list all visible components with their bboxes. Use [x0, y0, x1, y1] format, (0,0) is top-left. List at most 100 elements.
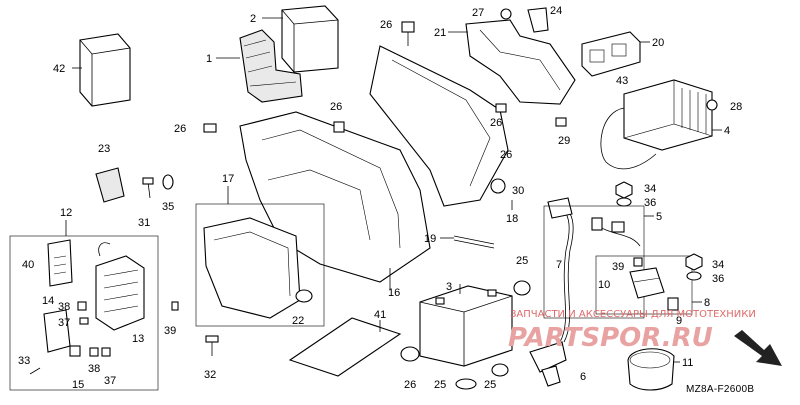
part-24-clip[interactable]	[527, 7, 549, 33]
callout-37-a[interactable]: 37	[58, 317, 70, 329]
callout-13[interactable]: 13	[132, 333, 144, 345]
callout-33[interactable]: 33	[18, 355, 30, 367]
part-39-clip-right[interactable]	[633, 257, 643, 267]
callout-2[interactable]: 2	[250, 13, 256, 25]
part-20-bracket[interactable]	[581, 31, 641, 77]
part-26-bolt-right[interactable]	[495, 103, 507, 113]
part-30-clip[interactable]	[490, 178, 506, 194]
callout-10[interactable]: 10	[598, 279, 610, 291]
callout-32[interactable]: 32	[204, 369, 216, 381]
part-4-regulator[interactable]	[623, 79, 713, 151]
callout-16[interactable]: 16	[388, 287, 400, 299]
callout-26-right[interactable]: 26	[490, 117, 502, 129]
part-34-nut-top[interactable]	[615, 181, 633, 199]
callout-15[interactable]: 15	[72, 379, 84, 391]
part-32-bolt[interactable]	[205, 335, 219, 356]
callout-3[interactable]: 3	[446, 281, 452, 293]
part-26-bolt-top[interactable]	[401, 21, 415, 46]
part-17-bracket[interactable]	[203, 217, 301, 319]
part-25-grommet-b[interactable]	[491, 363, 509, 377]
part-26-bolt-left[interactable]	[203, 123, 217, 133]
callout-37-b[interactable]: 37	[104, 375, 116, 387]
callout-22[interactable]: 22	[292, 315, 304, 327]
part-25-grommet-a[interactable]	[455, 378, 477, 390]
part-31-bolt[interactable]	[142, 177, 154, 199]
callout-11[interactable]: 11	[682, 357, 693, 369]
part-3-battery[interactable]	[419, 285, 513, 367]
part-7-cable[interactable]	[547, 197, 574, 343]
callout-38-b[interactable]: 38	[88, 363, 100, 375]
part-38-fuse-b[interactable]	[89, 347, 99, 357]
part-13-fusebox[interactable]	[95, 242, 145, 331]
part-35-washer[interactable]	[162, 174, 174, 190]
callout-7[interactable]: 7	[556, 259, 562, 271]
callout-31[interactable]: 31	[138, 217, 150, 229]
callout-28[interactable]: 28	[730, 101, 742, 113]
part-6-terminal[interactable]	[529, 341, 567, 387]
part-9-fuse[interactable]	[667, 297, 679, 311]
part-28-nut[interactable]	[706, 99, 718, 111]
part-39-clip-left[interactable]	[171, 301, 179, 311]
part-34-nut-bottom[interactable]	[685, 253, 703, 271]
part-22-grommet[interactable]	[295, 289, 313, 303]
callout-9[interactable]: 9	[676, 315, 682, 327]
callout-5[interactable]: 5	[656, 211, 662, 223]
callout-19[interactable]: 19	[424, 233, 436, 245]
callout-43[interactable]: 43	[616, 75, 628, 87]
part-37-fuse-b[interactable]	[101, 347, 111, 357]
callout-25-c[interactable]: 25	[516, 255, 528, 267]
callout-26-lower[interactable]: 26	[500, 149, 512, 161]
callout-25-a[interactable]: 25	[434, 379, 446, 391]
callout-25-b[interactable]: 25	[484, 379, 496, 391]
callout-1[interactable]: 1	[206, 53, 212, 65]
callout-36-top[interactable]: 36	[644, 197, 656, 209]
callout-39-right[interactable]: 39	[612, 261, 624, 273]
callout-40[interactable]: 40	[22, 259, 34, 271]
callout-34-top[interactable]: 34	[644, 183, 656, 195]
rear-frame-piece[interactable]	[369, 45, 509, 207]
callout-26-bottom[interactable]: 26	[404, 379, 416, 391]
callout-26-left[interactable]: 26	[174, 123, 186, 135]
callout-26-top[interactable]: 26	[380, 19, 392, 31]
part-10-relay[interactable]	[629, 267, 665, 299]
part-40-card[interactable]	[47, 239, 73, 287]
part-21-bracket[interactable]	[465, 19, 576, 105]
callout-23[interactable]: 23	[98, 143, 110, 155]
part-36-washer-top[interactable]	[616, 197, 632, 207]
part-1-bracket[interactable]	[239, 29, 303, 103]
callout-20[interactable]: 20	[652, 37, 664, 49]
part-26-grommet-bottom[interactable]	[400, 346, 420, 362]
part-29-bolt[interactable]	[555, 117, 567, 127]
part-26-bolt-mid[interactable]	[333, 121, 345, 133]
part-11-boot[interactable]	[627, 348, 675, 391]
part-41-pad[interactable]	[288, 317, 402, 377]
callout-24[interactable]: 24	[550, 5, 562, 17]
part-36-washer-bottom[interactable]	[686, 271, 702, 281]
callout-6[interactable]: 6	[580, 371, 586, 383]
part-38-fuse-a[interactable]	[77, 301, 87, 311]
callout-17[interactable]: 17	[222, 173, 234, 185]
part-2-box[interactable]	[281, 5, 339, 73]
part-27-bolt[interactable]	[500, 8, 512, 20]
part-5-harness[interactable]	[591, 217, 641, 247]
part-23-cover[interactable]	[95, 167, 125, 203]
part-37-fuse-a[interactable]	[79, 317, 89, 325]
callout-12[interactable]: 12	[60, 207, 72, 219]
callout-35[interactable]: 35	[162, 201, 174, 213]
part-25-grommet-c[interactable]	[513, 280, 531, 296]
callout-38-a[interactable]: 38	[58, 301, 70, 313]
part-33-screw[interactable]	[29, 367, 41, 375]
callout-18[interactable]: 18	[506, 213, 518, 225]
callout-4[interactable]: 4	[724, 125, 730, 137]
callout-41[interactable]: 41	[374, 309, 386, 321]
callout-29[interactable]: 29	[558, 135, 570, 147]
callout-36-bottom[interactable]: 36	[712, 273, 724, 285]
callout-30[interactable]: 30	[512, 185, 524, 197]
part-42-cover[interactable]	[79, 33, 131, 107]
callout-21[interactable]: 21	[434, 27, 446, 39]
part-15-clip[interactable]	[69, 345, 81, 357]
callout-39-left[interactable]: 39	[164, 325, 176, 337]
callout-8[interactable]: 8	[704, 297, 710, 309]
part-19-strap[interactable]	[453, 235, 495, 249]
callout-26-mid[interactable]: 26	[330, 101, 342, 113]
